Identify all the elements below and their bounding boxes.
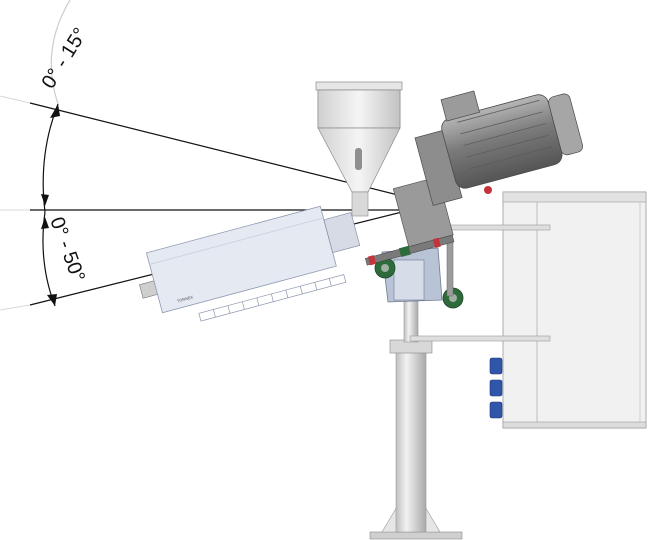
power-sockets — [489, 357, 503, 419]
rail-stop-right — [432, 237, 441, 248]
rail-green-block — [398, 245, 411, 258]
hopper — [315, 81, 403, 217]
extension-lines — [0, 95, 31, 311]
feed-throat — [323, 212, 361, 253]
arrowhead-upper-top — [50, 104, 60, 118]
hopper-neck — [351, 191, 369, 217]
hopper-rim — [315, 81, 403, 91]
motor-fan-cover — [548, 93, 584, 156]
socket-1 — [489, 357, 503, 375]
lower-angle-label: 0° - 50° — [45, 214, 89, 285]
nameplate-label: TORNEX — [176, 294, 194, 303]
lower-mount-arm — [409, 335, 551, 342]
arrowhead-lower-bottom — [47, 294, 57, 306]
control-cabinet — [409, 191, 647, 429]
socket-2 — [489, 379, 503, 397]
pivot-bracket — [374, 237, 464, 309]
outer-arc — [50, 0, 71, 105]
arrowhead-lower-top — [41, 217, 49, 229]
column-body — [395, 351, 427, 533]
hopper-sight-glass — [355, 148, 362, 170]
adjust-screw — [446, 237, 454, 297]
cabinet-body — [502, 191, 647, 429]
arrowheads — [41, 104, 60, 306]
extruder-assembly: TORNEX — [139, 176, 455, 322]
cabinet-top — [502, 191, 647, 203]
motor-terminal-box — [440, 90, 480, 122]
upper-angle-label: 0° - 15° — [38, 24, 92, 93]
arrowhead-upper-bottom — [41, 194, 49, 206]
indicator-light — [484, 186, 492, 194]
cabinet-foot — [502, 421, 647, 429]
heater-grille — [198, 274, 347, 322]
socket-3 — [489, 401, 503, 419]
rail-stop-left — [367, 255, 377, 266]
bracket-block — [393, 259, 425, 301]
motor-fins — [457, 99, 553, 170]
base-plate — [369, 531, 463, 540]
motor-assembly — [414, 90, 584, 206]
